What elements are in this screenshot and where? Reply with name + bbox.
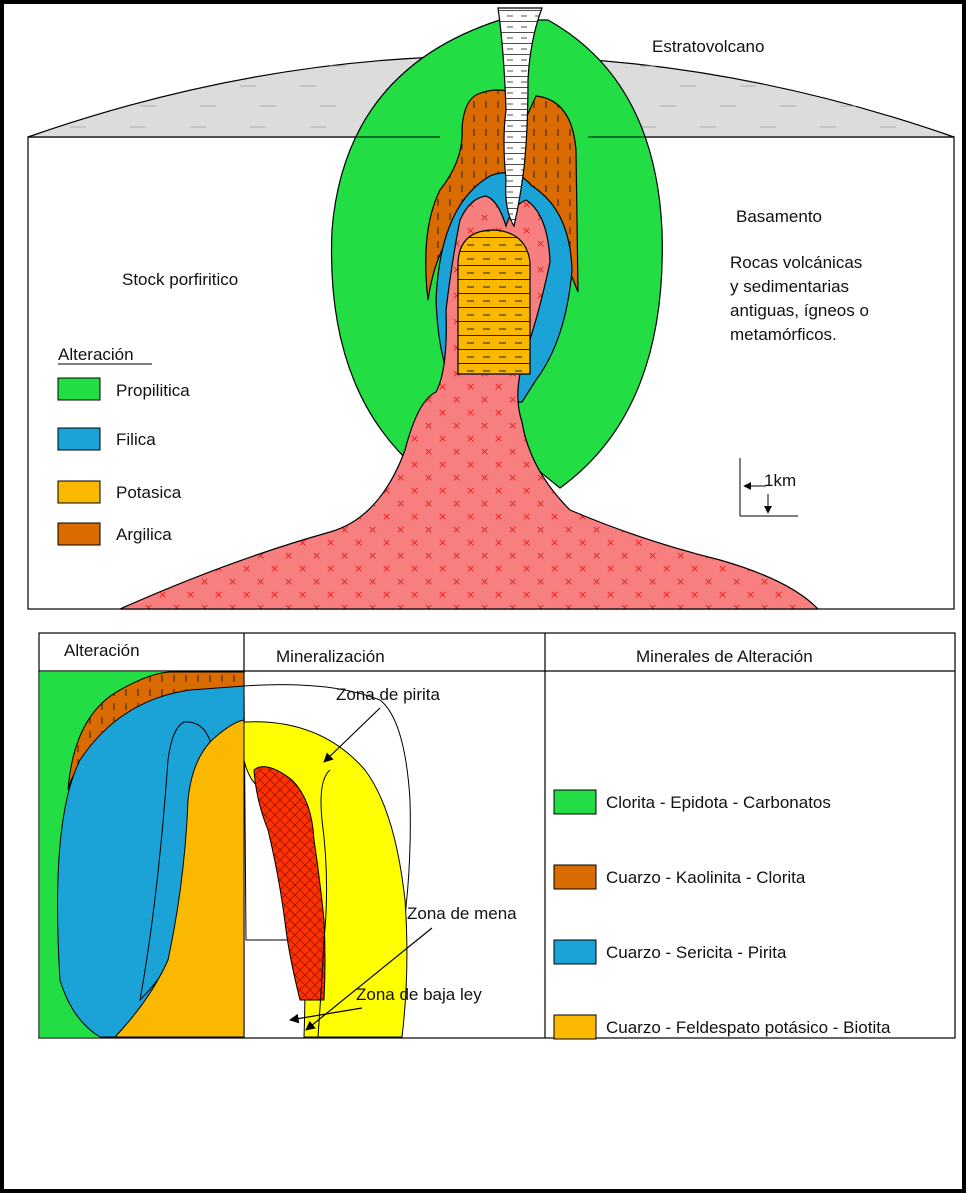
mineral-label-sericita: Cuarzo - Sericita - Pirita [606, 943, 787, 962]
legend-swatch-potasica [58, 481, 100, 503]
basement-desc-line-1: Rocas volcánicas [730, 253, 862, 272]
basement-label: Basamento [736, 207, 822, 226]
mineral-swatch-sericita [554, 940, 596, 964]
stock-label: Stock porfiritico [122, 270, 238, 289]
legend-label-propilitica: Propilitica [116, 381, 190, 400]
header-alteracion: Alteración [64, 641, 140, 660]
legend-label-argilica: Argilica [116, 525, 172, 544]
legend-label-filica: Filica [116, 430, 156, 449]
potassic-zone [458, 230, 530, 374]
mineral-swatch-kaolinita [554, 865, 596, 889]
mineral-swatch-clorita [554, 790, 596, 814]
basement-desc-line-3: antiguas, ígneos o [730, 301, 869, 320]
basement-desc-line-4: metamórficos. [730, 325, 837, 344]
stratovolcano-label: Estratovolcano [652, 37, 764, 56]
legend-swatch-filica [58, 428, 100, 450]
header-minerales: Minerales de Alteración [636, 647, 813, 666]
legend-label-potasica: Potasica [116, 483, 182, 502]
zone-mena-label: Zona de mena [407, 904, 517, 923]
legend-swatch-argilica [58, 523, 100, 545]
legend-title: Alteración [58, 345, 134, 364]
basement-desc-line-2: y sedimentarias [730, 277, 849, 296]
mineral-label-biotita: Cuarzo - Feldespato potásico - Biotita [606, 1018, 891, 1037]
mineral-swatch-biotita [554, 1015, 596, 1039]
legend-swatch-propilitica [58, 378, 100, 400]
header-mineralizacion: Mineralización [276, 647, 385, 666]
scale-label: 1km [764, 471, 796, 490]
mineral-label-kaolinita: Cuarzo - Kaolinita - Clorita [606, 868, 806, 887]
zone-baja-ley-label: Zona de baja ley [356, 985, 482, 1004]
mineral-label-clorita: Clorita - Epidota - Carbonatos [606, 793, 831, 812]
zone-pirita-label: Zona de pirita [336, 685, 440, 704]
